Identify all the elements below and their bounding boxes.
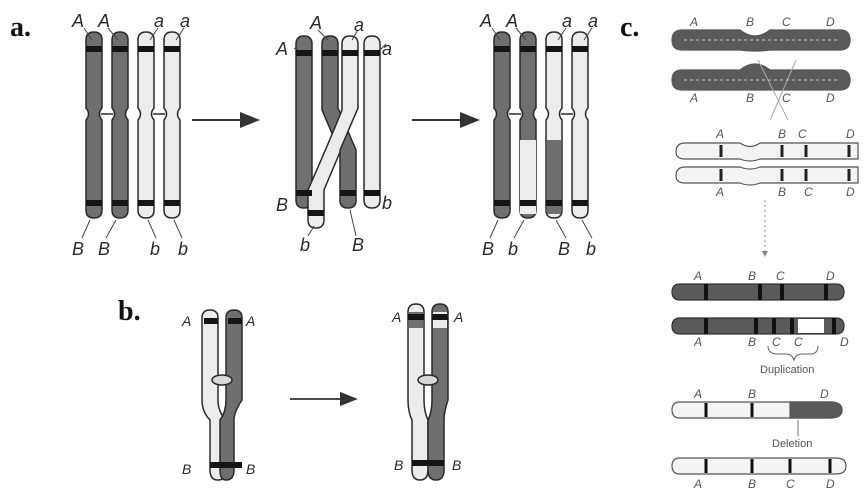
chromatid-light-b — [364, 36, 380, 208]
duplication-caption: Duplication — [760, 364, 814, 376]
c4-bottom-1: B — [748, 478, 756, 490]
a2-left-0: A — [276, 40, 288, 58]
c4-bottom-0: A — [694, 478, 702, 490]
c3-bottom-1: B — [748, 336, 756, 348]
c2-top-1: B — [778, 128, 786, 140]
b1-left-1: B — [182, 462, 191, 476]
a1-bottom-3: b — [178, 240, 188, 258]
c2-bottom-1: B — [778, 186, 786, 198]
b2-left-1: B — [394, 458, 403, 472]
chromatid-dark-1 — [86, 32, 102, 218]
panel-b-stage2 — [408, 304, 448, 480]
a2-bottom-1: B — [352, 236, 364, 254]
a3-bottom-1: b — [508, 240, 518, 258]
panel-c-row1 — [672, 30, 850, 120]
c1-bottom-2: C — [782, 92, 791, 104]
a3-top-1: A — [506, 12, 518, 30]
c3-bottom-4: D — [840, 336, 849, 348]
c2-bottom-0: A — [716, 186, 724, 198]
panel-b-label: b. — [118, 296, 141, 328]
a1-top-1: A — [98, 12, 110, 30]
panel-c-row4 — [672, 402, 846, 474]
c4-top-2: D — [820, 388, 829, 400]
a2-right-1: b — [382, 194, 392, 212]
c2-top-0: A — [716, 128, 724, 140]
c3-bottom-2: C — [772, 336, 781, 348]
a3-bottom-0: B — [482, 240, 494, 258]
panel-a-stage2 — [294, 30, 386, 236]
panel-c-row2 — [676, 143, 858, 256]
a1-top-3: a — [180, 12, 190, 30]
a1-bottom-1: B — [98, 240, 110, 258]
c1-top-3: D — [826, 16, 835, 28]
panel-b-stage1 — [202, 310, 242, 480]
c1-top-2: C — [782, 16, 791, 28]
a1-bottom-0: B — [72, 240, 84, 258]
a3-top-3: a — [588, 12, 598, 30]
a1-top-2: a — [154, 12, 164, 30]
c3-bottom-0: A — [694, 336, 702, 348]
c4-bottom-3: D — [826, 478, 835, 490]
a1-bottom-2: b — [150, 240, 160, 258]
c2-bottom-3: D — [846, 186, 855, 198]
deletion-caption: Deletion — [772, 438, 812, 450]
a3-top-2: a — [562, 12, 572, 30]
b1-left-0: A — [182, 314, 191, 328]
b1-right-0: A — [246, 314, 255, 328]
c3-bottom-3: C — [794, 336, 803, 348]
b2-right-1: B — [452, 458, 461, 472]
c1-top-0: A — [690, 16, 698, 28]
chromatid-dark-a — [296, 36, 312, 208]
c2-bottom-2: C — [804, 186, 813, 198]
c1-bottom-3: D — [826, 92, 835, 104]
c4-top-1: B — [748, 388, 756, 400]
chromatid-light-1 — [138, 32, 154, 218]
c1-top-1: B — [746, 16, 754, 28]
panel-c-label: c. — [620, 12, 639, 44]
c3-top-0: A — [694, 270, 702, 282]
panel-a-stage1 — [82, 28, 184, 238]
c3-top-1: B — [748, 270, 756, 282]
c4-top-0: A — [694, 388, 702, 400]
panel-a-label: a. — [10, 12, 31, 44]
a1-top-0: A — [72, 12, 84, 30]
c1-bottom-0: A — [690, 92, 698, 104]
c2-top-3: D — [846, 128, 855, 140]
c3-top-3: D — [826, 270, 835, 282]
b2-left-0: A — [392, 310, 401, 324]
a3-bottom-2: B — [558, 240, 570, 258]
a2-left-1: B — [276, 196, 288, 214]
a3-top-0: A — [480, 12, 492, 30]
c1-bottom-1: B — [746, 92, 754, 104]
panel-a-stage3 — [490, 28, 592, 238]
c4-bottom-2: C — [786, 478, 795, 490]
a2-top-1: a — [354, 16, 364, 34]
a2-right-0: a — [382, 40, 392, 58]
chromatid-dark-2 — [112, 32, 128, 218]
a2-top-0: A — [310, 14, 322, 32]
a2-bottom-0: b — [300, 236, 310, 254]
c2-top-2: C — [798, 128, 807, 140]
a3-bottom-3: b — [586, 240, 596, 258]
c3-top-2: C — [776, 270, 785, 282]
b2-right-0: A — [454, 310, 463, 324]
b1-right-1: B — [246, 462, 255, 476]
chromatid-light-2 — [164, 32, 180, 218]
